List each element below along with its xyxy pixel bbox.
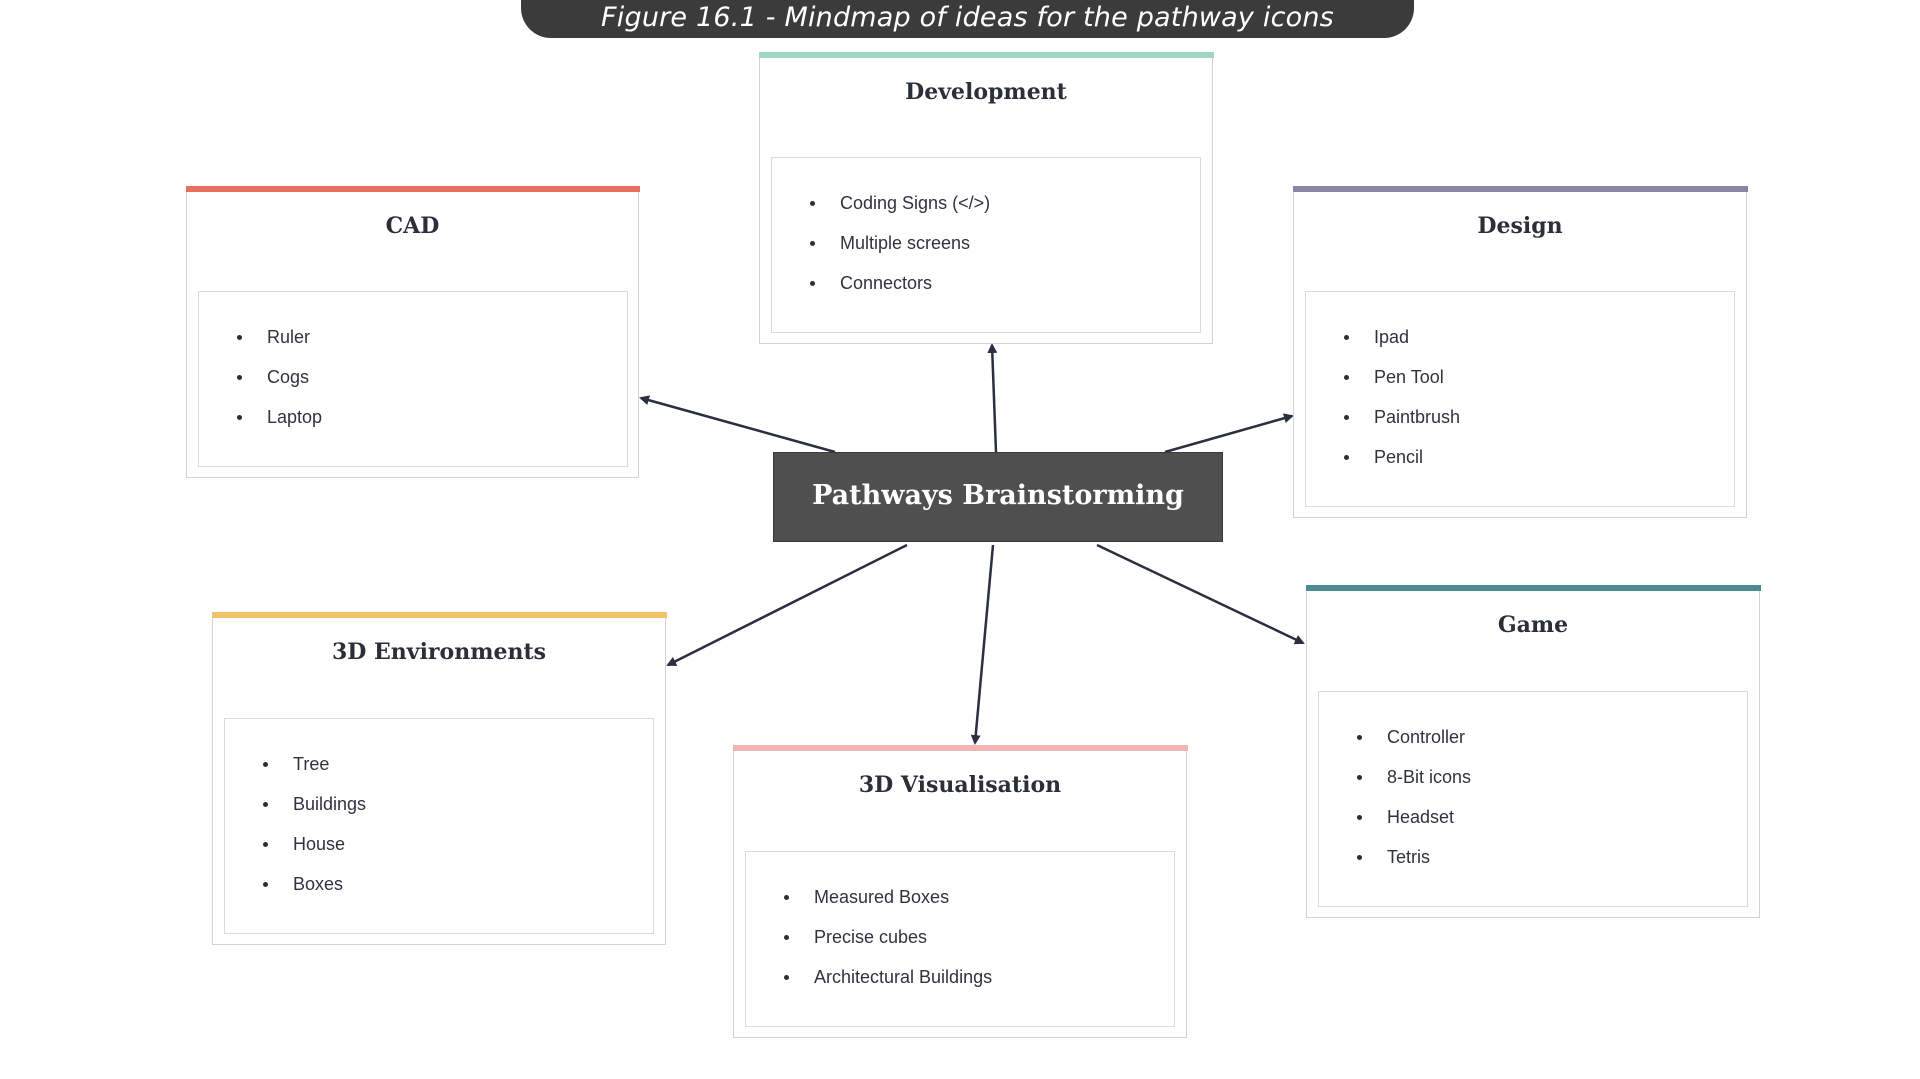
arrow-to-design: [1164, 413, 1294, 454]
list-item: Connectors: [772, 263, 1200, 303]
node-development-list: Coding Signs (</>) Multiple screens Conn…: [772, 183, 1200, 303]
node-3d-visualisation-title: 3D Visualisation: [858, 772, 1062, 798]
node-3d-environments-accent: [211, 611, 667, 618]
list-item: Paintbrush: [1306, 397, 1734, 437]
list-item: House: [225, 824, 653, 864]
list-item: Boxes: [225, 864, 653, 904]
node-design-title: Design: [1477, 213, 1563, 239]
node-game-title: Game: [1497, 612, 1569, 638]
central-topic: Pathways Brainstorming: [773, 452, 1223, 542]
list-item: Precise cubes: [746, 917, 1174, 957]
arrow-to-cad: [639, 395, 836, 454]
node-game: Game Controller 8-Bit icons Headset Tetr…: [1305, 584, 1761, 918]
node-game-accent: [1305, 584, 1761, 591]
node-cad: CAD Ruler Cogs Laptop: [185, 185, 640, 478]
list-item: Headset: [1319, 797, 1747, 837]
list-item: Coding Signs (</>): [772, 183, 1200, 223]
list-item: Laptop: [199, 397, 627, 437]
node-3d-environments-title: 3D Environments: [331, 639, 547, 665]
arrow-to-3d-visualisation: [970, 544, 995, 745]
list-item: 8-Bit icons: [1319, 757, 1747, 797]
list-item: Architectural Buildings: [746, 957, 1174, 997]
node-design: Design Ipad Pen Tool Paintbrush Pencil: [1292, 185, 1748, 518]
node-cad-accent: [185, 185, 640, 192]
node-cad-title: CAD: [385, 213, 440, 239]
list-item: Tetris: [1319, 837, 1747, 877]
node-design-list-box: Ipad Pen Tool Paintbrush Pencil: [1305, 291, 1735, 507]
list-item: Pencil: [1306, 437, 1734, 477]
list-item: Buildings: [225, 784, 653, 824]
list-item: Ipad: [1306, 317, 1734, 357]
node-development-title: Development: [905, 79, 1067, 105]
node-3d-environments-list: Tree Buildings House Boxes: [225, 744, 653, 904]
list-item: Measured Boxes: [746, 877, 1174, 917]
list-item: Ruler: [199, 317, 627, 357]
arrow-to-development: [987, 343, 998, 453]
node-3d-environments: 3D Environments Tree Buildings House Box…: [211, 611, 667, 945]
node-game-list: Controller 8-Bit icons Headset Tetris: [1319, 717, 1747, 877]
arrow-to-game: [1096, 543, 1305, 645]
node-design-list: Ipad Pen Tool Paintbrush Pencil: [1306, 317, 1734, 477]
node-3d-environments-list-box: Tree Buildings House Boxes: [224, 718, 654, 934]
list-item: Tree: [225, 744, 653, 784]
node-3d-visualisation-list: Measured Boxes Precise cubes Architectur…: [746, 877, 1174, 997]
node-development-list-box: Coding Signs (</>) Multiple screens Conn…: [771, 157, 1201, 333]
list-item: Pen Tool: [1306, 357, 1734, 397]
node-design-accent: [1292, 185, 1748, 192]
list-item: Cogs: [199, 357, 627, 397]
node-game-list-box: Controller 8-Bit icons Headset Tetris: [1318, 691, 1748, 907]
list-item: Multiple screens: [772, 223, 1200, 263]
node-3d-visualisation-accent: [732, 744, 1188, 751]
node-cad-list: Ruler Cogs Laptop: [199, 317, 627, 437]
node-cad-list-box: Ruler Cogs Laptop: [198, 291, 628, 467]
list-item: Controller: [1319, 717, 1747, 757]
node-3d-visualisation-list-box: Measured Boxes Precise cubes Architectur…: [745, 851, 1175, 1027]
node-3d-visualisation: 3D Visualisation Measured Boxes Precise …: [732, 744, 1188, 1038]
node-development: Development Coding Signs (</>) Multiple …: [758, 51, 1214, 344]
arrow-to-3d-environments: [666, 543, 908, 667]
node-development-accent: [758, 51, 1214, 58]
figure-caption: Figure 16.1 - Mindmap of ideas for the p…: [521, 0, 1414, 38]
